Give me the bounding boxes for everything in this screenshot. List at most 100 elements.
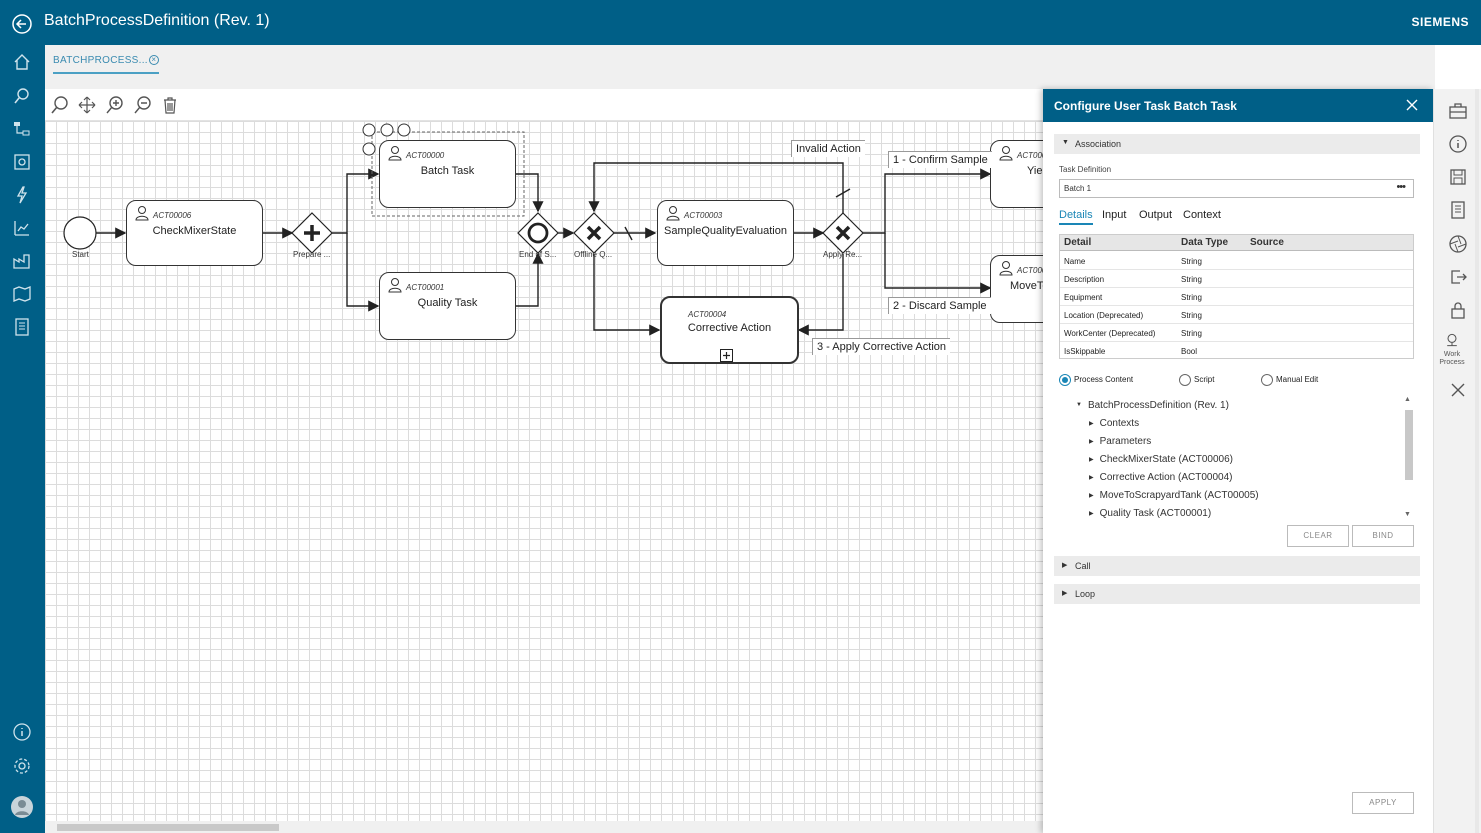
tree-item[interactable]: ▶Quality Task (ACT00001) — [1089, 508, 1212, 519]
tree-root[interactable]: ▼BatchProcessDefinition (Rev. 1) — [1076, 400, 1229, 411]
scroll-thumb[interactable] — [1405, 410, 1413, 480]
tab-label: BATCHPROCESS... — [53, 55, 148, 66]
task-name: Quality Task — [417, 297, 478, 309]
table-row[interactable]: WorkCenter (Deprecated) String — [1060, 324, 1413, 342]
task-code: ACT000 — [1017, 151, 1043, 160]
call-section[interactable]: ▶ Call — [1054, 556, 1420, 576]
work-process-label: Process — [1439, 359, 1465, 366]
diagram-toolbar — [45, 89, 1045, 121]
flow-label-discard-sample[interactable]: 2 - Discard Sample — [888, 297, 991, 314]
info-icon[interactable] — [1448, 134, 1468, 154]
tree-scrollbar[interactable]: ▲ ▼ — [1403, 396, 1413, 518]
tree-item[interactable]: ▶Corrective Action (ACT00004) — [1089, 472, 1233, 483]
close-tab-icon[interactable]: × — [148, 55, 159, 66]
task-name: Batch Task — [420, 165, 475, 177]
tree-item[interactable]: ▶CheckMixerState (ACT00006) — [1089, 454, 1234, 465]
association-section[interactable]: ▼ Association — [1054, 134, 1420, 154]
move-icon[interactable] — [77, 95, 97, 115]
task-name: MoveTo — [1010, 280, 1043, 292]
home-icon[interactable] — [11, 51, 33, 73]
gear-icon[interactable] — [11, 755, 33, 777]
tab-output[interactable]: Output — [1139, 209, 1173, 221]
factory-icon[interactable] — [11, 250, 33, 272]
radio-script[interactable]: Script — [1179, 374, 1214, 386]
subprocess-expand-icon[interactable] — [720, 349, 733, 362]
export-icon[interactable] — [1448, 267, 1468, 287]
task-sample-quality-evaluation[interactable]: ACT00003 SampleQualityEvaluation — [657, 200, 794, 266]
task-quality-task[interactable]: ACT00001 Quality Task — [379, 272, 516, 340]
chevron-right-icon: ▶ — [1089, 438, 1094, 445]
document-list-icon[interactable] — [1448, 200, 1468, 220]
type-cell: Bool — [1181, 347, 1198, 356]
rail-scrollbar[interactable] — [1475, 89, 1479, 833]
task-yield[interactable]: ACT000 Yiel — [990, 140, 1043, 208]
table-row[interactable]: Location (Deprecated) String — [1060, 306, 1413, 324]
settings-cube-icon[interactable] — [11, 151, 33, 173]
tree-item[interactable]: ▶Contexts — [1089, 418, 1140, 429]
table-row[interactable]: IsSkippable Bool — [1060, 342, 1413, 360]
table-header: Detail Data Type Source — [1060, 235, 1413, 251]
scroll-down-icon[interactable]: ▼ — [1404, 511, 1411, 518]
map-icon[interactable] — [11, 283, 33, 305]
search-icon[interactable] — [50, 95, 70, 115]
tab-context[interactable]: Context — [1183, 209, 1221, 221]
task-batch-task[interactable]: ACT00000 Batch Task — [379, 140, 516, 208]
task-definition-field[interactable]: Batch 1 ••• — [1059, 179, 1414, 198]
clear-button[interactable]: CLEAR — [1287, 525, 1349, 547]
avatar[interactable] — [11, 796, 33, 818]
task-corrective-action[interactable]: ACT00004 Corrective Action — [660, 296, 799, 364]
user-task-icon — [388, 146, 402, 161]
table-row[interactable]: Equipment String — [1060, 288, 1413, 306]
zoom-out-icon[interactable] — [133, 95, 153, 115]
save-icon[interactable] — [1448, 167, 1468, 187]
horizontal-scrollbar[interactable] — [45, 821, 1043, 833]
flow-label-confirm-sample[interactable]: 1 - Confirm Sample — [888, 151, 992, 168]
chart-icon[interactable] — [11, 217, 33, 239]
details-table: Detail Data Type Source Name String Desc… — [1059, 234, 1414, 359]
lightning-icon[interactable] — [11, 184, 33, 206]
column-header[interactable]: Source — [1250, 237, 1284, 248]
tab-batchprocess[interactable]: BATCHPROCESS...× — [53, 55, 159, 74]
flow-label-apply-corrective-action[interactable]: 3 - Apply Corrective Action — [812, 338, 951, 355]
scroll-thumb[interactable] — [57, 824, 279, 831]
close-icon[interactable] — [1448, 380, 1468, 400]
gateway-label: Apply Re... — [823, 250, 863, 259]
chevron-right-icon: ▶ — [1089, 510, 1094, 517]
briefcase-icon[interactable] — [1448, 101, 1468, 121]
table-row[interactable]: Name String — [1060, 252, 1413, 270]
bind-button[interactable]: BIND — [1352, 525, 1414, 547]
radio-process-content[interactable]: Process Content — [1059, 374, 1133, 386]
diagram-canvas[interactable]: ACT00006 CheckMixerState ACT00000 Batch … — [45, 121, 1043, 833]
more-options-icon[interactable]: ••• — [1396, 181, 1406, 193]
lock-icon[interactable] — [1448, 300, 1468, 320]
tab-input[interactable]: Input — [1102, 209, 1127, 221]
flow-label-invalid-action[interactable]: Invalid Action — [791, 140, 865, 157]
back-arrow-icon[interactable] — [10, 12, 34, 36]
search-icon[interactable] — [11, 85, 33, 107]
apply-button[interactable]: APPLY — [1352, 792, 1414, 814]
task-name: SampleQualityEvaluation — [664, 225, 787, 237]
task-name: Yiel — [1027, 165, 1043, 177]
task-check-mixer-state[interactable]: ACT00006 CheckMixerState — [126, 200, 263, 266]
radio-manual-edit[interactable]: Manual Edit — [1261, 374, 1318, 386]
scroll-up-icon[interactable]: ▲ — [1404, 396, 1411, 403]
column-header[interactable]: Detail — [1064, 237, 1092, 248]
tab-details[interactable]: Details — [1059, 209, 1093, 225]
info-icon[interactable] — [11, 721, 33, 743]
table-row[interactable]: Description String — [1060, 270, 1413, 288]
radio-label: Manual Edit — [1276, 375, 1319, 385]
work-process-icon[interactable] — [1444, 332, 1460, 348]
task-move-to-scrapyard[interactable]: ACT000 MoveTo — [990, 255, 1043, 323]
column-header[interactable]: Data Type — [1181, 237, 1229, 248]
aperture-icon[interactable] — [1448, 234, 1468, 254]
tree-item[interactable]: ▶Parameters — [1089, 436, 1152, 447]
report-icon[interactable] — [11, 316, 33, 338]
tree-item[interactable]: ▶MoveToScrapyardTank (ACT00005) — [1089, 490, 1259, 501]
trash-icon[interactable] — [160, 95, 180, 115]
section-title: Call — [1075, 561, 1091, 571]
task-code: ACT000 — [1017, 266, 1043, 275]
process-flow-icon[interactable] — [11, 118, 33, 140]
zoom-in-icon[interactable] — [105, 95, 125, 115]
close-icon[interactable] — [1405, 98, 1419, 112]
loop-section[interactable]: ▶ Loop — [1054, 584, 1420, 604]
